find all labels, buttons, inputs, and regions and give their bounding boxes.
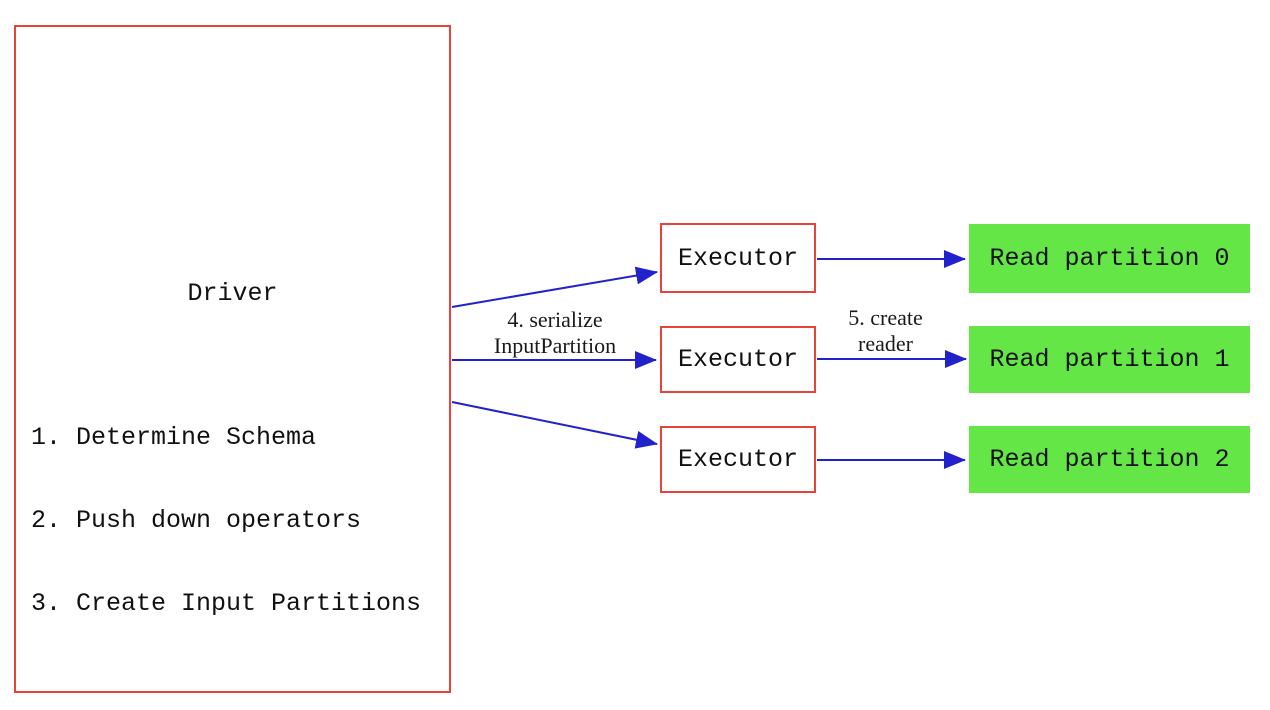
driver-steps-list: 1. Determine Schema 2. Push down operato… [31, 367, 421, 674]
read-partition-label-0: Read partition 0 [989, 244, 1230, 273]
edge-label-create-reader: 5. create reader [818, 305, 953, 357]
driver-step-3: 3. Create Input Partitions [31, 589, 422, 618]
read-partition-label-2: Read partition 2 [989, 445, 1230, 474]
driver-box [14, 25, 451, 693]
edge-label-serialize-line1: 4. serialize [507, 307, 603, 332]
read-partition-box-0: Read partition 0 [969, 224, 1250, 293]
executor-label-1: Executor [677, 345, 799, 374]
executor-box-0: Executor [660, 223, 816, 293]
edge-label-reader-line1: 5. create [848, 305, 923, 330]
driver-step-2: 2. Push down operators [31, 506, 362, 535]
executor-label-2: Executor [677, 445, 799, 474]
executor-box-1: Executor [660, 326, 816, 393]
edge-label-serialize-inputpartition: 4. serialize InputPartition [455, 307, 655, 359]
read-partition-box-2: Read partition 2 [969, 426, 1250, 493]
executor-label-0: Executor [677, 243, 799, 273]
driver-title: Driver [187, 279, 278, 308]
edge-label-serialize-line2: InputPartition [493, 333, 617, 358]
read-partition-label-1: Read partition 1 [989, 345, 1230, 374]
arrow-driver-to-executor-0 [451, 266, 658, 308]
edge-label-reader-line2: reader [858, 331, 913, 356]
arrow-driver-to-executor-2 [451, 401, 658, 449]
read-partition-box-1: Read partition 1 [969, 326, 1250, 393]
executor-box-2: Executor [660, 426, 816, 493]
driver-step-1: 1. Determine Schema [31, 423, 317, 452]
